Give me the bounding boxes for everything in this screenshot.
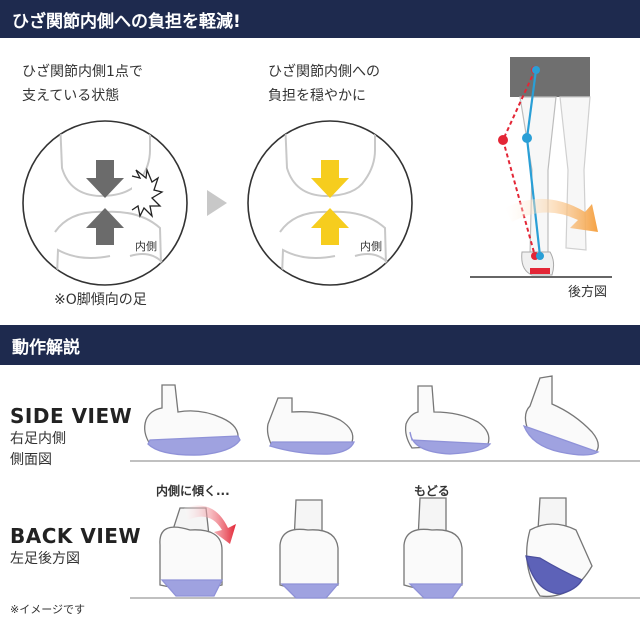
side-shoe-1: [144, 384, 241, 456]
back-shoe-1: [159, 507, 224, 597]
side-view-title: SIDE VIEW: [10, 404, 133, 428]
back-shoe-4: [525, 497, 593, 598]
return-label: もどる: [414, 484, 450, 498]
side-shoe-2: [266, 397, 355, 455]
side-view-line-1: 右足内側: [10, 431, 66, 447]
side-shoe-4: [522, 375, 600, 456]
section-title: 動作解説: [12, 337, 80, 358]
side-view-shoes: [144, 375, 600, 456]
image-note: ※イメージです: [10, 603, 85, 616]
knee-before-caption-1: ひざ関節内側1点で: [22, 64, 143, 80]
side-shoe-3: [404, 385, 492, 455]
leg-figure-caption: 後方図: [568, 285, 608, 300]
up-arrow-icon: [311, 208, 349, 245]
knee-after-diagram: [247, 120, 413, 286]
knee-before-note: ※O脚傾向の足: [54, 292, 147, 308]
side-view-line-2: 側面図: [10, 452, 52, 468]
knee-after-caption-1: ひざ関節内側への: [268, 64, 380, 80]
curved-arrow-icon: [505, 198, 598, 232]
header-banner: ひざ関節内側への負担を軽減!: [0, 0, 640, 38]
lean-label: 内側に傾く...: [156, 484, 230, 498]
back-shoe-3: [403, 497, 464, 599]
knee-before-caption-2: 支えている状態: [22, 88, 120, 104]
pain-burst-icon: [131, 167, 164, 218]
up-arrow-icon: [86, 208, 124, 245]
knee-before-diagram: [22, 120, 188, 286]
header-title: ひざ関節内側への負担を軽減!: [12, 11, 241, 32]
down-arrow-icon: [311, 160, 349, 198]
section-banner: 動作解説: [0, 325, 640, 365]
leg-back-figure: [470, 57, 612, 278]
back-shoe-2: [279, 499, 340, 599]
down-arrow-icon: [86, 160, 124, 198]
chevron-right-icon: [207, 190, 227, 216]
knee-after-caption-2: 負担を穏やかに: [268, 88, 366, 104]
curved-arrow-icon: [184, 505, 236, 544]
knee-before-inner-label: 内側: [135, 240, 157, 253]
back-view-line-1: 左足後方図: [10, 551, 80, 567]
knee-after-inner-label: 内側: [360, 240, 382, 253]
back-view-shoes: [159, 497, 593, 599]
back-view-title: BACK VIEW: [10, 524, 142, 548]
